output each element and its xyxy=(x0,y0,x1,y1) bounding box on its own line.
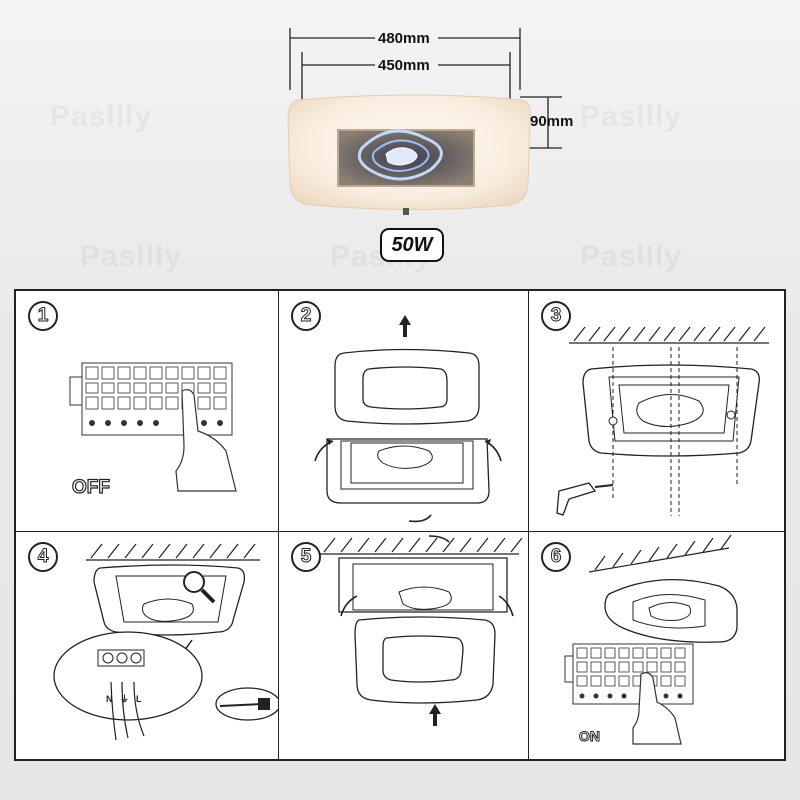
power-badge: 50W xyxy=(380,228,444,262)
step-number: 6 xyxy=(541,542,571,572)
outer-width-label: 480mm xyxy=(378,30,430,47)
magnifier-icon xyxy=(183,571,216,604)
step-1: 1 OFF xyxy=(16,291,279,532)
step-caption: OFF xyxy=(71,476,110,498)
step-4: 4 N ⏚ L xyxy=(16,532,279,761)
step-3-illustration xyxy=(556,326,769,516)
watermark: Pasllly xyxy=(580,240,683,273)
hand-icon xyxy=(632,672,682,745)
watermark: Pasllly xyxy=(80,240,183,273)
step-2-illustration xyxy=(314,315,502,523)
step-3: 3 xyxy=(529,291,786,532)
rotate-arrow-icon xyxy=(498,595,514,617)
screw-icon xyxy=(608,410,736,426)
product-image xyxy=(287,28,562,215)
step-2: 2 xyxy=(279,291,529,532)
step-4-illustration xyxy=(53,543,278,741)
step-number: 5 xyxy=(291,542,321,572)
rotate-arrow-icon xyxy=(428,535,450,543)
step-5: 5 xyxy=(279,532,529,761)
step-number: 2 xyxy=(291,301,321,331)
step-5-illustration xyxy=(319,535,523,726)
wire-label-n: N xyxy=(106,694,113,704)
terminal-block-icon xyxy=(97,649,145,667)
step-number: 3 xyxy=(541,301,571,331)
rotate-arrow-icon xyxy=(340,595,358,617)
step-number: 1 xyxy=(28,301,58,331)
drill-icon xyxy=(556,482,614,516)
arrow-up-icon xyxy=(429,704,441,726)
step-6-illustration xyxy=(564,534,738,745)
breaker-icon xyxy=(69,362,237,492)
breaker-icon xyxy=(564,643,694,705)
height-label: 90mm xyxy=(530,113,574,130)
watermark: Pasllly xyxy=(50,100,153,133)
arrow-up-icon xyxy=(399,315,411,337)
wire-label-l: L xyxy=(136,694,142,704)
rotate-arrow-icon xyxy=(408,514,432,523)
screwdriver-icon xyxy=(215,687,278,721)
step-6: 6 ON xyxy=(529,532,786,761)
hand-icon xyxy=(175,389,237,492)
wire-label-earth: ⏚ xyxy=(120,694,130,704)
watermark: Pasllly xyxy=(580,100,683,133)
step-number: 4 xyxy=(28,542,58,572)
installation-steps-panel: 1 OFF 2 xyxy=(14,289,786,761)
step-caption: ON xyxy=(579,728,601,745)
inner-width-label: 450mm xyxy=(378,57,430,74)
